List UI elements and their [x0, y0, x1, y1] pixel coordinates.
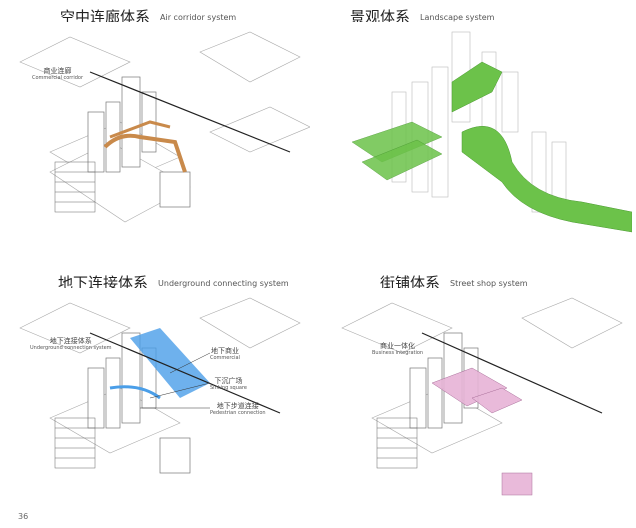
commercial-corridor-label-cn: 商业连廊 — [43, 67, 72, 75]
commercial-label-cn: 地下商业 — [210, 347, 239, 355]
landscape-drawing — [351, 31, 632, 233]
street-shop-drawing — [341, 297, 623, 496]
air-corridor-diagram: 商业连廊 Commercial corridor — [10, 22, 310, 262]
commercial-label-en: Commercial — [210, 354, 240, 361]
business-integration-label-en: Business integration — [372, 349, 424, 356]
landscape-title: 景观体系 Landscape system — [350, 6, 494, 27]
underground-system-label: 地下连接体系 Underground connection system — [30, 337, 112, 351]
street-shop-title-cn: 街铺体系 — [380, 274, 441, 292]
commercial-label: 地下商业 Commercial — [210, 347, 240, 361]
page-number: 36 — [18, 512, 29, 521]
underground-system-label-cn: 地下连接体系 — [49, 337, 92, 345]
sinking-square-label-cn: 下沉广场 — [214, 377, 243, 385]
pedestrian-connection-label-cn: 地下步道连接 — [216, 402, 259, 410]
air-corridor-title-en: Air corridor system — [160, 13, 237, 22]
underground-title-en: Underground connecting system — [158, 279, 289, 288]
street-shop-title: 街铺体系 Street shop system — [380, 272, 528, 293]
air-corridor-title: 空中连廊体系 Air corridor system — [60, 6, 236, 27]
underground-drawing — [19, 297, 301, 474]
underground-diagram: 地下连接体系 Underground connection system 地下商… — [10, 288, 310, 528]
underground-title-cn: 地下连接体系 — [58, 274, 149, 292]
pedestrian-connection-label-en: Pedestrian connection — [210, 409, 266, 416]
landscape-diagram — [332, 22, 632, 262]
business-integration-label: 商业一体化 Business integration — [372, 342, 424, 356]
street-shop-title-en: Street shop system — [450, 279, 528, 288]
street-shop-diagram: 商业一体化 Business integration — [332, 288, 632, 528]
landscape-title-en: Landscape system — [420, 13, 495, 22]
sinking-square-label-en: Sinking square — [210, 384, 247, 391]
pedestrian-connection-label: 地下步道连接 Pedestrian connection — [210, 402, 266, 416]
landscape-title-cn: 景观体系 — [350, 8, 411, 26]
commercial-corridor-label-en: Commercial corridor — [32, 74, 84, 81]
business-integration-label-cn: 商业一体化 — [380, 342, 416, 350]
sinking-square-label: 下沉广场 Sinking square — [210, 377, 247, 391]
commercial-corridor-label: 商业连廊 Commercial corridor — [32, 67, 84, 81]
underground-title: 地下连接体系 Underground connecting system — [58, 272, 289, 293]
air-corridor-drawing — [19, 31, 310, 223]
underground-system-label-en: Underground connection system — [30, 344, 112, 351]
air-corridor-title-cn: 空中连廊体系 — [60, 8, 151, 26]
